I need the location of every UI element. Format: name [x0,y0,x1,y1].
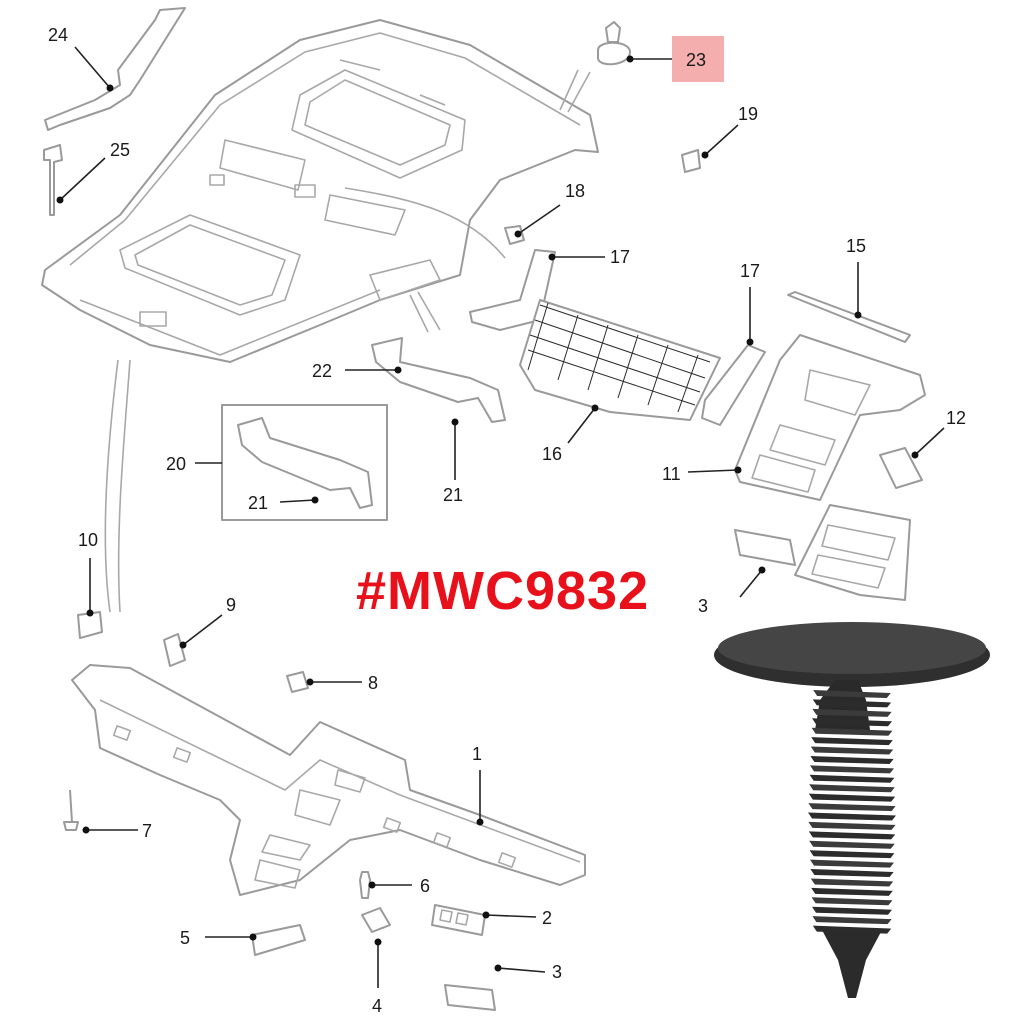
callout-17-right: 17 [740,261,760,281]
grab-handle-20 [237,417,373,509]
lower-console-panel [71,664,586,896]
bracket-17-right [701,344,766,426]
screw-6 [359,871,371,899]
callout-6: 6 [420,876,430,896]
callout-25: 25 [110,140,130,160]
pin-25 [43,144,63,216]
bracket-17-left [469,249,556,331]
bracket-24 [44,7,186,131]
callout-19: 19 [738,104,758,124]
push-pin-23 [597,41,631,66]
strip-15 [787,291,911,343]
callout-21: 21 [443,485,463,505]
clip-rib [808,821,896,830]
clip-rib [813,690,891,698]
clip-rib [809,840,895,849]
wire-harness [344,187,506,259]
console-11 [734,334,926,501]
clip-rib [812,906,892,915]
screw-7 [63,789,79,831]
clip-rib [811,737,893,746]
switch-2 [431,904,486,936]
callout-18: 18 [565,181,585,201]
clip-rib [810,746,894,755]
callout-1: 1 [472,744,482,764]
clip-9 [163,633,186,667]
clip-rib [810,765,894,774]
clip-rib [812,718,892,727]
clip-rib [810,755,894,764]
clip-rib [808,793,896,802]
callout-3-upper: 3 [698,596,708,616]
callout-11: 11 [662,464,681,484]
console-housing [794,504,911,601]
callout-3-lower: 3 [552,962,562,982]
clip-rib [809,784,895,793]
callout-9: 9 [226,595,236,615]
callout-24: 24 [48,25,68,45]
clip-rib [811,727,893,736]
push-clip-photo [714,622,990,998]
clip-rib [809,850,895,859]
headliner-panel [41,19,599,363]
callout-23: 23 [686,50,706,70]
callout-leaders [56,46,945,988]
callout-16: 16 [542,444,562,464]
clip-rib [812,699,892,708]
callout-5: 5 [180,928,190,948]
clip-rib [812,708,892,717]
callout-23-highlight [672,36,724,82]
grab-handle-22 [371,337,506,423]
bulb-4 [361,907,391,933]
clip-rib [812,916,892,925]
part-number-label: #MWC9832 [356,561,650,621]
callout-15: 15 [846,236,866,256]
clip-8 [286,671,309,693]
callout-8: 8 [368,673,378,693]
clip-rib [808,812,896,821]
callout-17-left: 17 [610,247,630,267]
callout-12: 12 [946,408,966,428]
callout-4: 4 [372,996,382,1016]
clip-rib [809,774,895,783]
clip-ribs [808,690,896,934]
push-pin-19 [681,149,701,173]
callout-2: 2 [542,908,552,928]
callout-labels: 1 2 3 3 4 5 6 7 8 9 10 11 12 15 16 17 17… [48,25,966,1016]
clip-rib [810,869,894,878]
clip-rib [808,831,896,840]
callout-7: 7 [142,821,152,841]
callout-20: 20 [166,454,186,474]
lens-5 [251,924,306,956]
lens-3-upper [734,529,796,566]
lens-3-lower [444,984,496,1011]
clip-rib [810,878,894,887]
cover-12 [879,447,923,489]
clip-rib [811,897,893,906]
callout-10: 10 [78,530,98,550]
callout-22: 22 [312,361,332,381]
nut-18 [504,225,525,245]
storage-net-16 [519,299,721,421]
callout-21-inset: 21 [248,493,268,513]
clip-rib [810,859,894,868]
clip-rib [808,803,896,812]
clip-rib [811,887,893,896]
